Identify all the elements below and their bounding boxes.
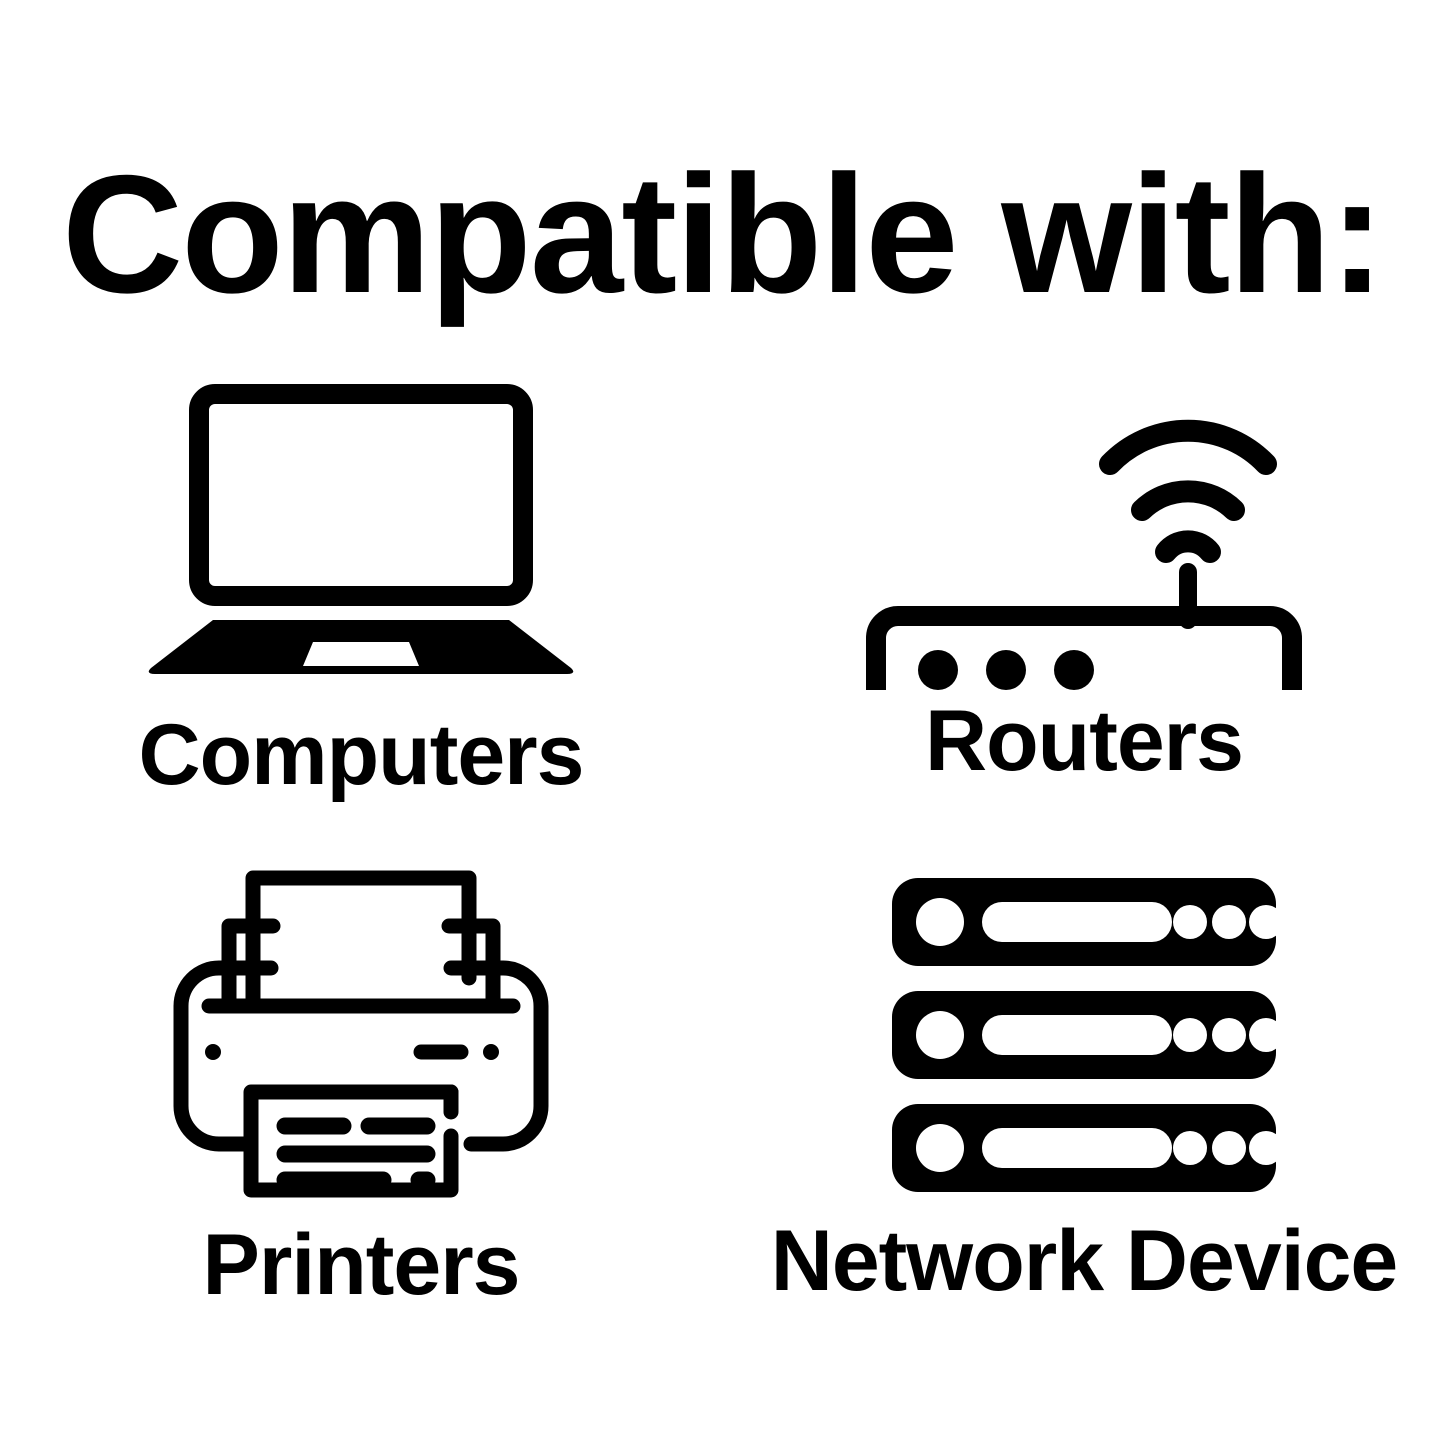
compatibility-item-label: Printers (202, 1217, 520, 1313)
server-stack-icon (723, 860, 1445, 1210)
wifi-router-icon (723, 360, 1445, 710)
printer-icon (0, 860, 722, 1210)
laptop-icon (0, 360, 722, 710)
compatibility-item-label: Routers (925, 693, 1244, 789)
compatibility-item-network-device: Network Device (723, 860, 1445, 1360)
compatibility-item-routers: Routers (723, 360, 1445, 860)
compatibility-item-computers: Computers (0, 360, 722, 860)
compatibility-item-printers: Printers (0, 860, 722, 1360)
compatibility-item-label: Computers (138, 707, 585, 803)
compatibility-grid: Computers Rout (0, 360, 1445, 1360)
page-title: Compatible with: (61, 140, 1385, 328)
compatibility-item-label: Network Device (770, 1213, 1399, 1309)
